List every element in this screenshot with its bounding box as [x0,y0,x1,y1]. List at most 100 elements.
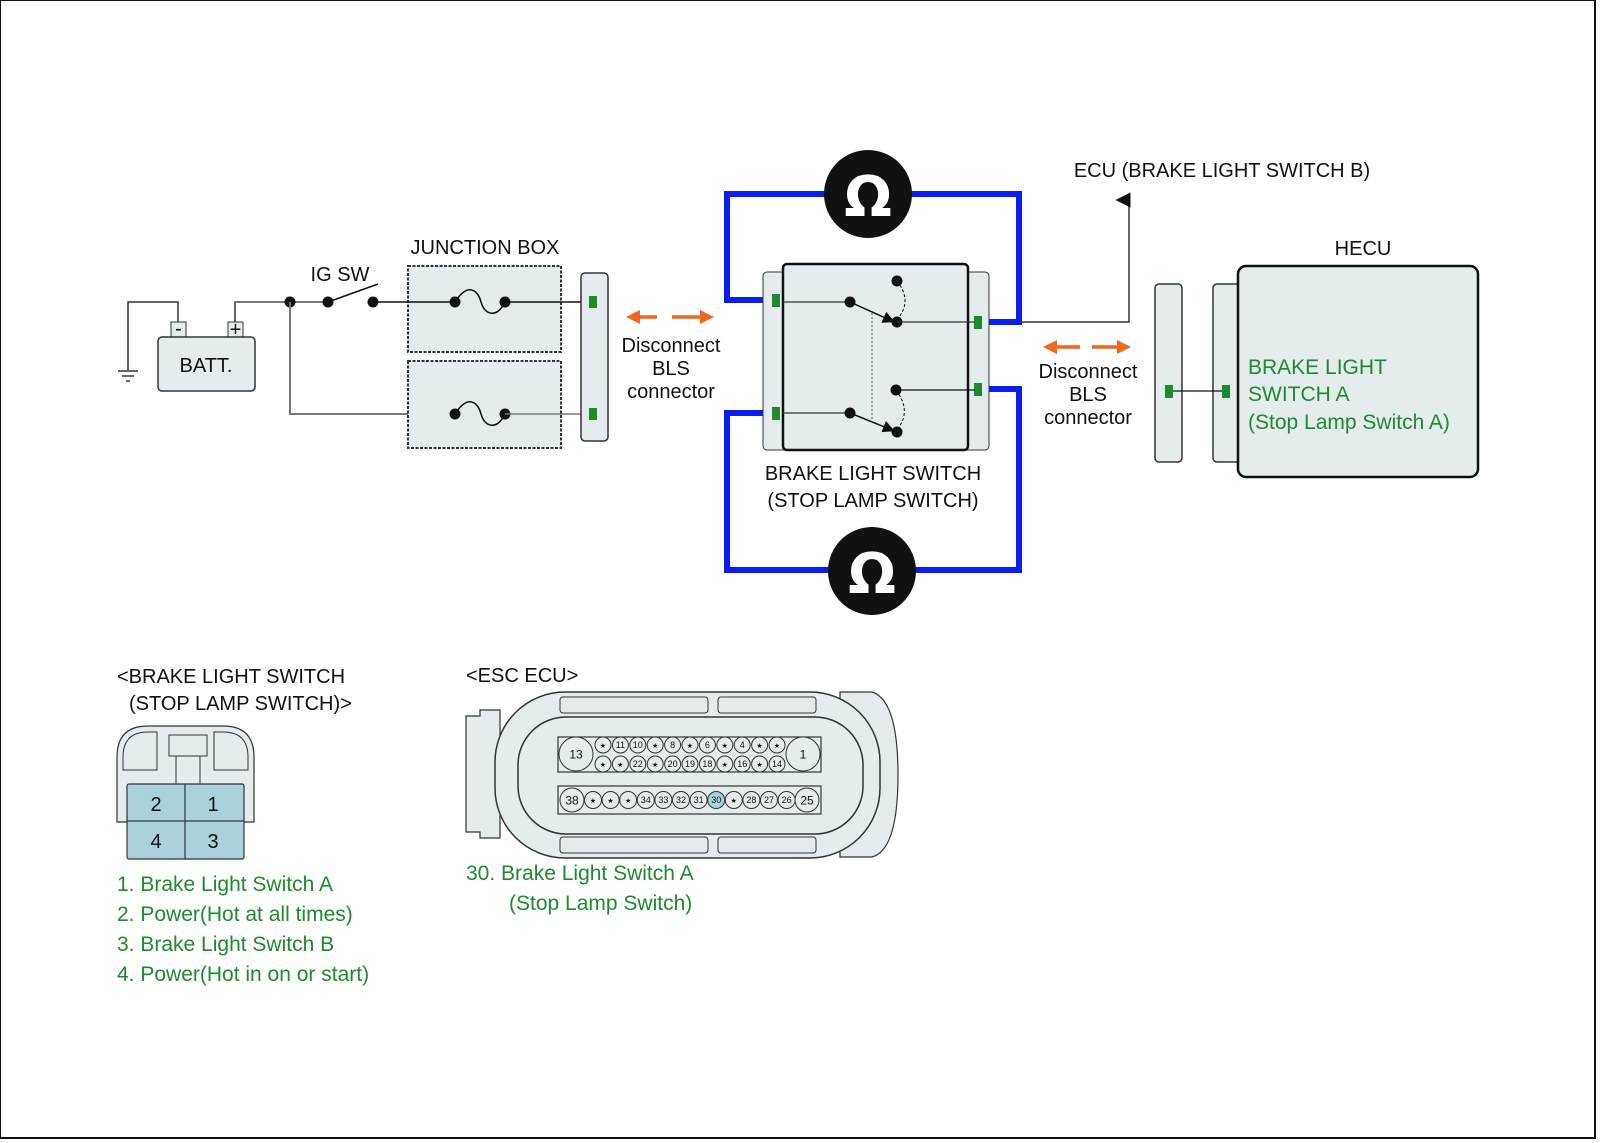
connector-pin [698,755,716,773]
connector-pin-label: 19 [685,759,695,769]
connector-pin [768,736,786,754]
connector-pin [611,736,629,754]
hecu-label: HECU [1335,238,1392,260]
bls-legend-item: 3. Brake Light Switch B [117,933,334,956]
bls-label: BRAKE LIGHT SWITCH [765,463,981,485]
connector-pin [629,736,647,754]
left-bls-connector [580,272,609,442]
ig-sw-label: IG SW [311,264,370,286]
battery-body [157,336,256,392]
connector-pin-label: 14 [772,759,782,769]
connector-pin [611,755,629,773]
connector-pin [698,736,716,754]
bls-pin: 1 [207,794,218,816]
highlighted-pin [707,791,726,809]
disconnect-left: Disconnect BLS connector [622,310,721,403]
disconnect-text: BLS [652,358,690,380]
connector-pin [594,736,612,754]
battery-neg-label: - [175,318,182,340]
connector-pin-label: 20 [668,759,678,769]
connector-pin-label: ★ [774,741,780,750]
connector-pin [716,736,734,754]
connector-pin-label: ★ [600,760,606,769]
hecu-text: SWITCH A [1248,383,1350,406]
connector-pin-label: 22 [633,759,643,769]
connector-pin-label: 31 [694,795,704,805]
disconnect-text: Disconnect [1039,361,1138,383]
connector-pin-label: 25 [800,793,814,807]
connector-pin-label: ★ [756,760,762,769]
connector-pin-label: ★ [722,741,728,750]
ecu-label: ECU (BRAKE LIGHT SWITCH B) [1074,160,1370,182]
brake-light-switch: BRAKE LIGHT SWITCH (STOP LAMP SWITCH) [762,262,990,512]
hecu-text: (Stop Lamp Switch A) [1248,411,1450,434]
battery: - + BATT. [118,301,290,392]
bls-connector-face: <BRAKE LIGHT SWITCH (STOP LAMP SWITCH)> … [116,666,369,986]
disconnect-text: connector [627,381,715,403]
disconnect-text: BLS [1069,384,1107,406]
connector-pin-label: 33 [658,795,668,805]
connector-pin-label: ★ [652,741,658,750]
ohmmeter-bottom: Ω [828,527,916,615]
ecu-signal: ECU (BRAKE LIGHT SWITCH B) [1019,160,1370,323]
connector-pin [636,791,655,809]
bls-legend-item: 4. Power(Hot in on or start) [117,963,369,986]
disconnect-right: Disconnect BLS connector [1039,340,1138,429]
connector-pin-label: 16 [737,759,747,769]
connector-pin [681,755,699,773]
connector-pin-label: 38 [565,793,579,807]
connector-pin [768,755,786,773]
connector-pin [751,755,769,773]
esc-legend: (Stop Lamp Switch) [509,892,692,915]
connector-pin-label: 28 [746,795,756,805]
esc-legend: 30. Brake Light Switch A [466,862,694,885]
connector-pin-label: 27 [764,795,774,805]
battery-pos-label: + [230,319,242,341]
battery-positive-wire [234,301,290,324]
connector-pin-label: 4 [740,740,745,750]
ohmmeter-top: Ω [824,150,912,238]
connector-pin [629,755,647,773]
connector-pin-label: 11 [616,740,625,750]
connector-pin [733,736,751,754]
right-bls-connector [1154,283,1183,463]
fuse-icon [454,289,506,314]
bls-pin: 4 [150,831,161,853]
connector-pin [742,791,761,809]
connector-pin-label: 10 [633,740,643,750]
connector-pin [716,755,734,773]
connector-pin [785,736,821,772]
connector-pin-label: 30 [711,795,721,805]
ground-icon [118,370,138,382]
connector-pin-label: 6 [705,740,710,750]
connector-pin-label: 18 [702,759,712,769]
connector-pin-label: ★ [722,760,728,769]
connector-pin [619,791,638,809]
bls-legend-item: 2. Power(Hot at all times) [117,903,353,926]
connector-pin-label: ★ [731,796,737,805]
connector-pin [733,755,751,773]
connector-pin-label: 34 [641,795,651,805]
connector-pin [724,791,743,809]
connector-pin [751,736,769,754]
connector-pin-label: ★ [756,741,762,750]
hecu-text: BRAKE LIGHT [1248,356,1387,379]
junction-box: JUNCTION BOX [373,237,592,449]
fuse-box-lower [407,360,562,449]
connector-pin-label: ★ [652,760,658,769]
connector-pin-label: 1 [800,747,807,761]
connector-pin-label: ★ [687,741,693,750]
connector-pin-label: ★ [625,796,631,805]
connector-pin [584,791,602,809]
connector-pin [760,791,778,809]
bls-legend-item: 1. Brake Light Switch A [117,873,333,896]
connector-pin [689,791,708,809]
fuse-icon [454,401,506,426]
connector-pin [664,755,682,773]
disconnect-text: connector [1044,407,1132,429]
disconnect-text: Disconnect [622,335,721,357]
connector-pin-label: ★ [600,741,606,750]
orange-arrows-icon [1043,340,1131,354]
